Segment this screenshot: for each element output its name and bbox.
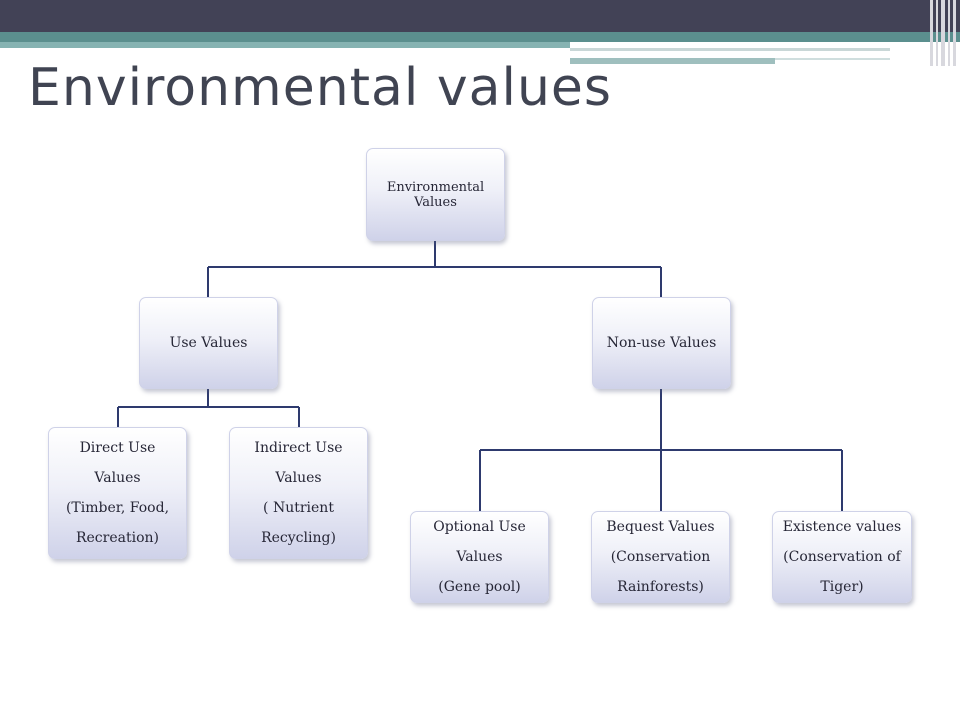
node-non-use-values: Non-use Values <box>592 297 731 389</box>
connector-root-to-level1 <box>207 241 662 297</box>
node-direct-use-values: Direct Use Values (Timber, Food, Recreat… <box>48 427 187 559</box>
node-label: Bequest Values <box>606 519 715 535</box>
node-detail: ( Nutrient Recycling) <box>261 500 336 546</box>
node-label: Use Values <box>169 335 248 351</box>
header-teal-bar <box>0 32 960 42</box>
node-detail: (Timber, Food, Recreation) <box>65 500 170 546</box>
header-vertical-stripes <box>928 0 960 66</box>
node-label: Non-use Values <box>606 335 717 351</box>
connector-use-to-children <box>117 389 300 427</box>
node-label: Direct Use Values <box>79 440 156 486</box>
node-label: Indirect Use Values <box>254 440 343 486</box>
node-label: Optional Use Values <box>433 519 526 565</box>
node-label: Environmental Values <box>386 179 485 210</box>
header-thin-line <box>775 58 890 60</box>
node-existence-values: Existence values (Conservation of Tiger) <box>772 511 912 603</box>
node-indirect-use-values: Indirect Use Values ( Nutrient Recycling… <box>229 427 368 559</box>
node-environmental-values: Environmental Values <box>366 148 505 241</box>
node-detail: (Gene pool) <box>438 579 521 595</box>
header-thin-line <box>570 58 775 64</box>
header-thin-line <box>570 48 890 51</box>
header-teal-accent <box>0 42 570 48</box>
node-detail: (Conservation of Tiger) <box>783 549 901 595</box>
connector-nonuse-to-children <box>479 389 843 511</box>
node-detail: (Conservation Rainforests) <box>610 549 711 595</box>
node-optional-use-values: Optional Use Values (Gene pool) <box>410 511 549 603</box>
slide-title: Environmental values <box>28 58 613 118</box>
header-dark-bar <box>0 0 960 32</box>
node-bequest-values: Bequest Values (Conservation Rainforests… <box>591 511 730 603</box>
node-label: Existence values <box>782 519 902 535</box>
node-use-values: Use Values <box>139 297 278 389</box>
